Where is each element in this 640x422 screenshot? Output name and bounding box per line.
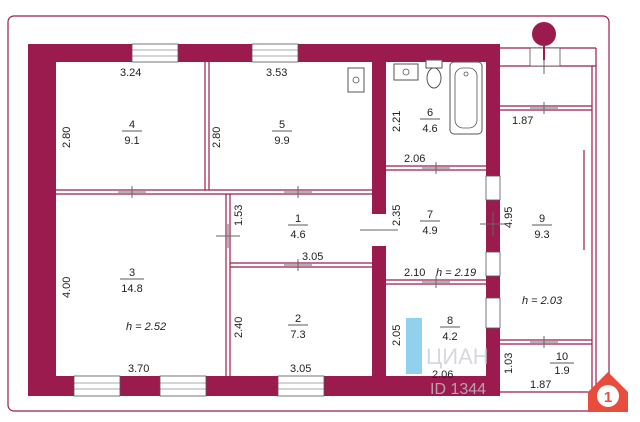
toilet-bowl-icon	[426, 67, 442, 89]
kitchen-sink-icon	[347, 67, 365, 93]
doors	[118, 60, 558, 348]
room-number: 8	[447, 315, 453, 327]
room-number: 10	[556, 351, 568, 363]
dim-r8-height: 2.05	[391, 325, 403, 346]
room-7-label: 7 4.9	[420, 209, 440, 237]
room-number: 9	[539, 213, 545, 225]
room-2-label: 2 7.3	[288, 313, 308, 341]
windows	[73, 43, 561, 397]
room-number: 1	[295, 213, 301, 225]
room-area: 1.9	[554, 365, 569, 377]
room-number: 4	[129, 119, 135, 131]
room-number: 6	[427, 107, 433, 119]
washbasin-icon	[393, 63, 419, 81]
bathroom-fixtures	[347, 59, 483, 135]
room-3-label: 3 14.8	[120, 267, 144, 295]
room-number: 5	[279, 119, 285, 131]
room-8-label: 8 4.2	[440, 315, 460, 343]
dim-r4-height: 2.80	[61, 127, 73, 148]
room-number: 3	[129, 267, 135, 279]
dim-r5-height: 2.80	[211, 127, 223, 148]
dim-r6-height: 2.21	[391, 111, 403, 132]
room-area: 9.3	[534, 229, 549, 241]
watermark: ЦИАН ID 1344	[426, 344, 489, 398]
toilet-tank-icon	[425, 59, 443, 69]
dim-r7-width: 2.10	[404, 267, 425, 279]
room-area: 14.8	[121, 283, 142, 295]
dim-r4-width: 3.24	[120, 67, 141, 79]
dim-r10-width: 1.87	[530, 379, 551, 391]
room-4-label: 4 9.1	[122, 119, 142, 147]
room-9-label: 9 9.3	[532, 213, 552, 241]
dim-r5-width: 3.53	[266, 67, 287, 79]
bathtub-icon	[449, 61, 483, 135]
room-area: 4.2	[442, 331, 457, 343]
badge-number: 1	[604, 389, 612, 406]
dimension-labels: 3.24 3.53 2.06 1.87 3.05 2.10 3.70 3.05 …	[61, 67, 551, 391]
dim-r10-height: 1.03	[503, 353, 515, 374]
plan-frame	[7, 15, 610, 412]
tile-patch	[406, 318, 422, 374]
room-area: 9.1	[124, 135, 139, 147]
location-pin-icon	[532, 22, 556, 60]
room-10-label: 10 1.9	[550, 351, 574, 377]
ceiling-height-balcony: h = 2.03	[522, 295, 563, 307]
room-area: 7.3	[290, 329, 305, 341]
dim-r9-height: 4.95	[503, 207, 515, 228]
room-5-label: 5 9.9	[272, 119, 292, 147]
dim-r1-height: 1.53	[233, 205, 245, 226]
room-number: 7	[427, 209, 433, 221]
room-6-label: 6 4.6	[420, 107, 440, 135]
dim-r2-height: 2.40	[233, 317, 245, 338]
dim-r3-height: 4.00	[61, 277, 73, 298]
ceiling-height-corridor: h = 2.19	[436, 267, 476, 279]
dim-r3-width: 3.70	[128, 363, 149, 375]
room-area: 9.9	[274, 135, 289, 147]
svg-text:ID 1344: ID 1344	[430, 381, 486, 398]
room-area: 4.6	[290, 229, 305, 241]
ceiling-height-main: h = 2.52	[126, 321, 166, 333]
dim-r1-width: 3.05	[302, 251, 323, 263]
room-area: 4.6	[422, 123, 437, 135]
interior-walls	[56, 47, 597, 393]
dim-r7-height: 2.35	[391, 205, 403, 226]
dim-r9-top-width: 1.87	[512, 115, 533, 127]
svg-text:ЦИАН: ЦИАН	[426, 344, 489, 369]
house-badge-icon: 1	[588, 372, 628, 412]
room-1-label: 1 4.6	[288, 213, 308, 241]
dim-r8-width: 2.06	[432, 369, 453, 381]
dim-r2-width: 3.05	[290, 363, 311, 375]
room-area: 4.9	[422, 225, 437, 237]
dim-r6-width: 2.06	[404, 153, 425, 165]
room-number: 2	[295, 313, 301, 325]
